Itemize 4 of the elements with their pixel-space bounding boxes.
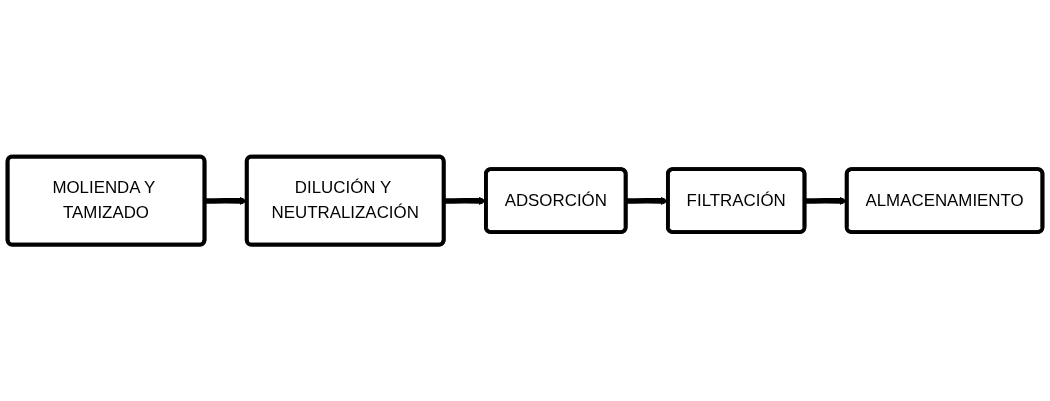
arrow xyxy=(804,196,848,205)
arrow xyxy=(444,196,487,205)
arrow xyxy=(204,196,248,205)
arrow xyxy=(626,196,669,205)
